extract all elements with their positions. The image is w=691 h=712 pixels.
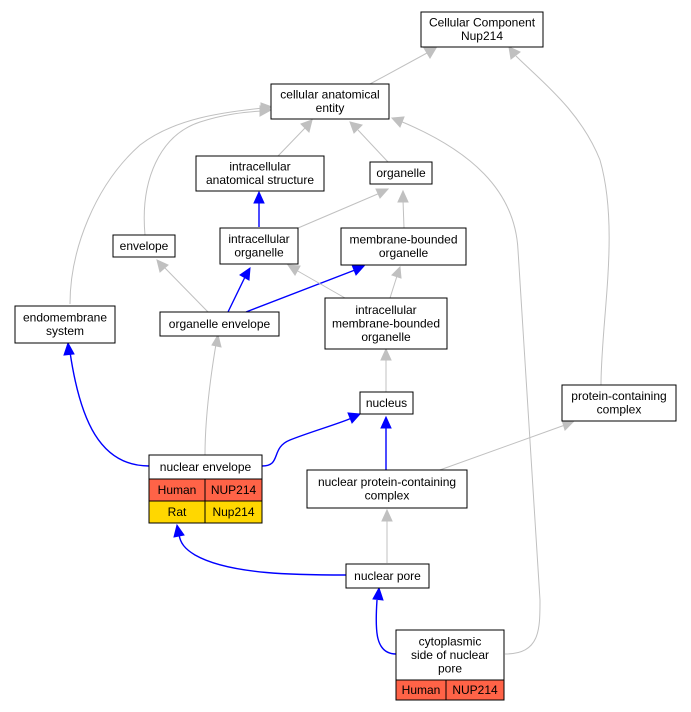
edge-cytoplasmic-side-to-cae — [390, 116, 541, 655]
node-box[interactable] — [159, 311, 280, 337]
node-label-line: pore — [438, 661, 462, 675]
node-box[interactable] — [395, 629, 505, 681]
edge-nuclear-envelope-to-nucleus — [261, 412, 362, 467]
edge-nuclear-pore-to-npcc — [381, 508, 393, 563]
edge-organelle-envelope-to-envelope — [156, 259, 209, 313]
node-label-line: envelope — [120, 239, 169, 253]
node-box[interactable] — [306, 469, 468, 509]
edge-nucleus-to-imbo — [380, 347, 392, 392]
node-nuclear-pore[interactable]: nuclear pore — [345, 563, 430, 589]
node-label-line: nuclear pore — [354, 569, 421, 583]
node-label-line: endomembrane — [23, 311, 107, 325]
node-label-line: organelle — [361, 330, 411, 344]
node-label-line: Cellular Component — [429, 16, 536, 30]
edge-organelle-envelope-to-mbo — [245, 264, 366, 313]
node-box[interactable] — [345, 563, 430, 589]
node-label-line: nucleus — [366, 396, 407, 410]
node-box[interactable] — [340, 227, 467, 266]
node-label-line: membrane-bounded — [332, 316, 440, 330]
gene-cell: Nup214 — [212, 505, 254, 519]
gene-cell-bg — [445, 679, 505, 701]
edge-intracellular-organelle-to-organelle — [297, 188, 390, 229]
node-label-line: Nup214 — [461, 29, 503, 43]
edge-nuclear-envelope-to-endomembrane-system — [63, 341, 150, 467]
node-label-line: intracellular — [228, 232, 289, 246]
node-label-line: organelle — [379, 246, 429, 260]
gene-cell: NUP214 — [211, 483, 257, 497]
edge-npcc-to-pcc — [436, 419, 576, 472]
node-label-line: entity — [316, 101, 345, 115]
node-label-line: complex — [597, 403, 642, 417]
edge-protein-containing-complex-to-cellular-component — [508, 46, 610, 386]
species-cell: Human — [158, 483, 197, 497]
node-label-line: protein-containing — [571, 389, 666, 403]
edge-intracellular-anatomical-structure-to-cae — [277, 119, 313, 157]
node-box[interactable] — [369, 161, 433, 185]
edge-npcc-to-nucleus — [380, 415, 392, 470]
node-box[interactable] — [219, 227, 299, 265]
edge-organelle-envelope-to-intracellular-organelle — [227, 266, 251, 313]
node-organelle[interactable]: organelle — [369, 161, 433, 185]
edge-imbo-to-mbo — [389, 265, 402, 299]
node-box[interactable] — [14, 305, 116, 344]
node-box[interactable] — [359, 391, 414, 415]
gene-cell-bg — [204, 500, 263, 524]
gene-cell: NUP214 — [452, 683, 498, 697]
node-label-line: intracellular — [229, 160, 290, 174]
edge-mbo-to-organelle — [397, 189, 409, 229]
edge-endomembrane-system-to-cae — [69, 102, 274, 305]
edge-cytoplasmic-side-to-nuclear-pore — [372, 586, 397, 655]
edge-nuclear-pore-to-nuclear-envelope — [173, 523, 347, 576]
node-label-line: cellular anatomical — [280, 88, 379, 102]
node-label-line: side of nuclear — [411, 648, 489, 662]
node-nuclear-envelope[interactable]: nuclear envelope — [148, 454, 263, 480]
node-box[interactable] — [112, 234, 176, 258]
node-label-line: membrane-bounded — [349, 233, 457, 247]
edge-nuclear-envelope-to-organelle-envelope — [204, 333, 222, 456]
node-label-line: organelle envelope — [169, 317, 271, 331]
edge-cellular-anatomical-entity-to-cellular-component — [369, 47, 437, 85]
node-box[interactable] — [270, 83, 390, 120]
edge-intracellular-organelle-to-ias — [253, 190, 265, 227]
node-label-line: nuclear envelope — [160, 460, 252, 474]
node-label-line: intracellular — [355, 303, 416, 317]
node-box[interactable] — [420, 11, 544, 48]
node-label-line: complex — [365, 489, 410, 503]
species-cell: Human — [402, 683, 441, 697]
edge-organelle-to-cae — [349, 121, 389, 163]
node-organelle-envelope[interactable]: organelle envelope — [159, 311, 280, 337]
node-envelope[interactable]: envelope — [112, 234, 176, 258]
node-box[interactable] — [561, 384, 677, 422]
node-label-line: anatomical structure — [206, 173, 314, 187]
node-box[interactable] — [195, 155, 325, 192]
annotation-table-cytoplasmic-side: Human NUP214 — [395, 679, 505, 701]
node-label-line: nuclear protein-containing — [318, 475, 456, 489]
node-label-line: organelle — [376, 166, 426, 180]
node-box[interactable] — [324, 297, 448, 350]
edge-imbo-to-intracellular-organelle — [286, 264, 346, 299]
node-label-line: system — [46, 324, 84, 338]
node-nucleus[interactable]: nucleus — [359, 391, 414, 415]
node-label-line: organelle — [234, 246, 284, 260]
species-cell: Rat — [168, 505, 187, 519]
node-label-line: cytoplasmic — [419, 634, 482, 648]
